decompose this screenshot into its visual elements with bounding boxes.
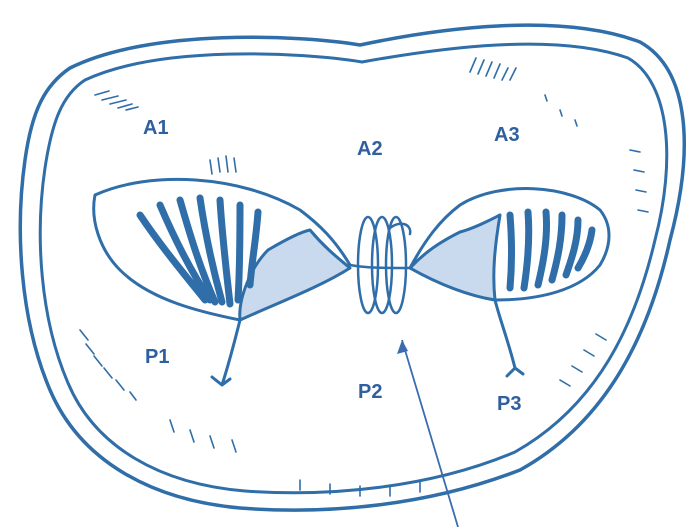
central-suture-loops — [350, 217, 410, 313]
left-commissure-scallop — [94, 179, 350, 385]
label-a2: A2 — [357, 138, 383, 160]
label-p3: P3 — [497, 393, 521, 415]
pointer-arrow — [397, 340, 458, 527]
right-commissure-scallop — [410, 189, 609, 376]
label-p2: P2 — [358, 381, 382, 403]
label-a1: A1 — [143, 117, 169, 139]
outer-annulus-ring — [20, 25, 684, 510]
inner-annulus-ring — [40, 44, 667, 493]
right-commissure-shaded-area — [410, 215, 500, 300]
label-p1: P1 — [145, 346, 169, 368]
label-a3: A3 — [494, 124, 520, 146]
